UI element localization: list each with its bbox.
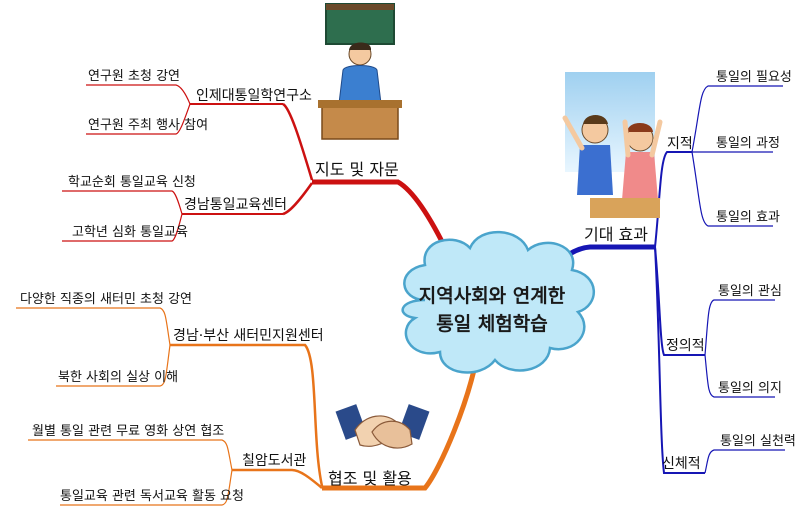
effects-sub-1-item-3-line xyxy=(691,151,773,227)
cheering-kids-illustration xyxy=(562,72,663,218)
effects-sub-1-item-3: 통일의 효과 xyxy=(716,210,780,225)
cooperation-sub-2-label: 칠암도서관 xyxy=(242,453,307,469)
cooperation-sub-1-item-1-line xyxy=(16,307,171,346)
effects-sub-3-label: 신체적 xyxy=(662,456,701,472)
effects-sub-1-curve xyxy=(654,151,692,248)
effects-sub-2-item-2: 통일의 의지 xyxy=(718,381,782,396)
branch-guidance-lower-curve xyxy=(282,182,314,216)
guidance-sub-1-item-1: 연구원 초청 강연 xyxy=(88,69,180,84)
cooperation-sub-1-item-2-line xyxy=(56,344,171,387)
effects-sub-2-item-1-line xyxy=(704,299,775,356)
guidance-sub-1-item-1-line xyxy=(86,84,191,105)
effects-sub-2-item-2-line xyxy=(704,354,775,398)
center-topic-line-2: 통일 체험학습 xyxy=(436,313,548,335)
effects-sub-2-label: 정의적 xyxy=(666,338,705,354)
guidance-sub-2-label: 경남통일교육센터 xyxy=(184,197,287,213)
center-topic-cloud: 지역사회와 연계한 통일 체험학습 xyxy=(401,230,595,374)
branch-guidance: 지도 및 자문 인제대통일학연구소 연구원 초청 강연 연구원 주최 행사 참여… xyxy=(62,69,455,264)
cooperation-sub-2-item-1: 월별 통일 관련 무료 영화 상연 협조 xyxy=(32,424,224,439)
guidance-sub-2-item-2-line xyxy=(62,213,183,242)
cooperation-sub-1-label: 경남·부산 새터민지원센터 xyxy=(173,328,324,344)
cooperation-sub-1-item-1: 다양한 직종의 새터민 초청 강연 xyxy=(20,292,192,307)
effects-sub-3-item-1: 통일의 실천력 xyxy=(720,434,796,449)
cooperation-sub-1-curve xyxy=(170,343,324,487)
cooperation-sub-1-item-2: 북한 사회의 실상 이해 xyxy=(58,370,178,385)
effects-sub-1-item-2: 통일의 과정 xyxy=(716,136,780,151)
effects-sub-1-label: 지적 xyxy=(667,136,693,152)
guidance-sub-2-item-2: 고학년 심화 통일교육 xyxy=(72,225,188,240)
guidance-sub-2-item-1-line xyxy=(62,190,183,215)
cooperation-sub-2-item-2-line xyxy=(60,469,233,506)
handshake-illustration xyxy=(335,404,430,449)
effects-sub-3-curve xyxy=(654,246,705,474)
teacher-illustration xyxy=(318,3,402,140)
guidance-sub-1-item-2: 연구원 주최 행사 참여 xyxy=(88,117,208,133)
branch-effects-label: 기대 효과 xyxy=(584,225,648,244)
guidance-sub-1-label: 인제대통일학연구소 xyxy=(196,88,312,104)
branch-guidance-upper-curve xyxy=(282,102,314,181)
cloud-shape xyxy=(401,230,595,374)
effects-sub-2-item-1: 통일의 관심 xyxy=(718,284,782,299)
branch-cooperation-label: 협조 및 활용 xyxy=(328,469,412,488)
cooperation-sub-2-item-1-line xyxy=(28,439,233,471)
cooperation-sub-2-item-2: 통일교육 관련 독서교육 활동 요청 xyxy=(60,489,244,504)
branch-effects: 기대 효과 지적 통일의 필요성 통일의 과정 통일의 효과 정의적 통일의 관… xyxy=(541,70,796,474)
effects-sub-3-item-1-line xyxy=(704,449,785,474)
branch-guidance-label: 지도 및 자문 xyxy=(315,160,399,179)
guidance-sub-1-item-2-line xyxy=(86,103,191,135)
cooperation-sub-2-curve xyxy=(232,468,323,489)
effects-sub-1-item-1: 통일의 필요성 xyxy=(716,70,792,85)
guidance-sub-2-item-1: 학교순회 통일교육 신청 xyxy=(68,175,196,190)
effects-sub-1-item-1-line xyxy=(691,85,783,153)
center-topic-line-1: 지역사회와 연계한 xyxy=(419,285,566,307)
